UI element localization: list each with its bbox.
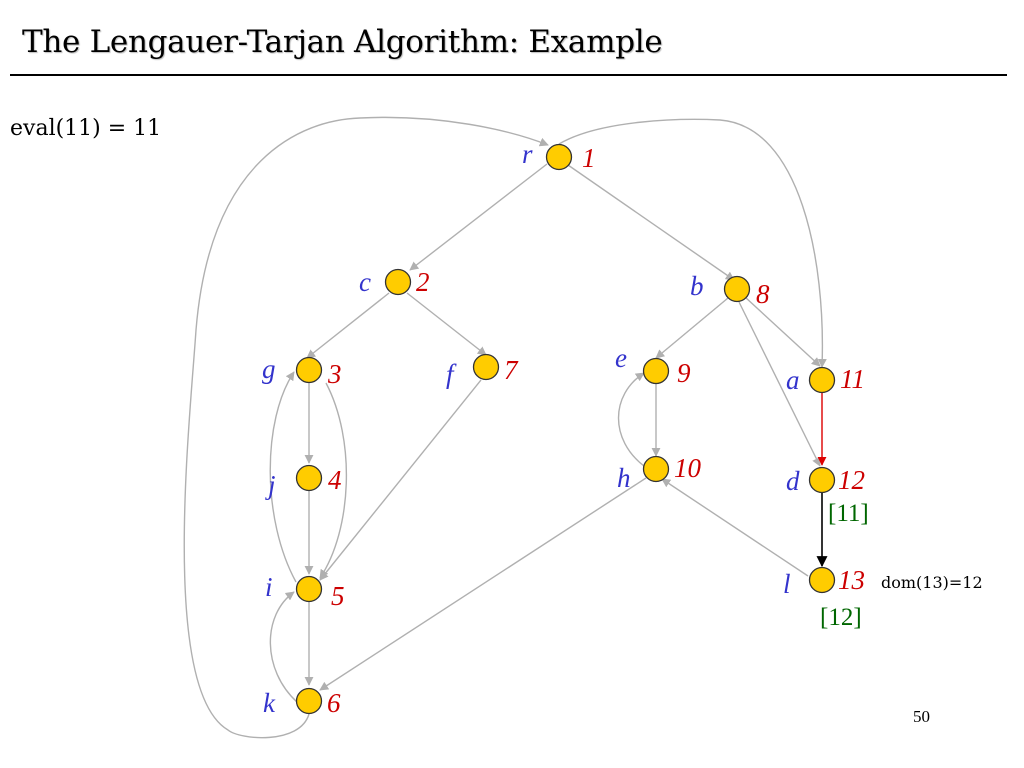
node-c xyxy=(384,268,412,296)
node-e-letter: e xyxy=(615,343,627,373)
edge-k-r xyxy=(183,116,549,739)
node-h xyxy=(642,455,670,483)
node-h-letter: h xyxy=(617,463,631,493)
node-f-number: 7 xyxy=(504,355,519,385)
edge-r-a xyxy=(558,118,827,368)
node-h-number: 10 xyxy=(674,453,702,483)
node-r-letter: r xyxy=(522,139,533,169)
slide-title: The Lengauer-Tarjan Algorithm: Example xyxy=(22,24,663,60)
node-e-number: 9 xyxy=(677,358,691,388)
node-j-number: 4 xyxy=(328,465,342,495)
edge-b-e xyxy=(655,297,729,359)
eval-expression: eval(11) = 11 xyxy=(10,116,162,141)
page-number: 50 xyxy=(913,707,930,726)
node-d-number: 12 xyxy=(838,465,865,495)
edge-i-g xyxy=(269,371,297,583)
l-label-bracket: [12] xyxy=(820,604,862,631)
edge-f-i xyxy=(319,379,482,581)
title-divider xyxy=(10,74,1007,76)
node-j xyxy=(295,464,323,492)
edge-c-g xyxy=(306,292,390,359)
node-c-number: 2 xyxy=(416,267,430,297)
node-e xyxy=(642,357,670,385)
edge-r-b xyxy=(567,164,735,281)
edge-r-c xyxy=(409,163,548,271)
node-i xyxy=(295,575,323,603)
edge-k-i xyxy=(269,591,298,703)
edge-c-f xyxy=(406,292,487,356)
node-f-letter: f xyxy=(446,359,457,389)
edge-g-i xyxy=(319,382,348,579)
node-g-number: 3 xyxy=(327,359,342,389)
node-a-letter: a xyxy=(786,365,800,395)
node-b-number: 8 xyxy=(756,279,770,309)
edge-h-e xyxy=(617,372,645,467)
node-l-number: 13 xyxy=(838,565,865,595)
node-l-letter: l xyxy=(783,569,791,599)
node-k-letter: k xyxy=(263,688,276,718)
edge-b-a xyxy=(744,296,821,367)
node-i-number: 5 xyxy=(331,581,345,611)
node-b xyxy=(723,275,751,303)
node-d xyxy=(808,466,836,494)
node-a xyxy=(808,366,836,394)
node-a-number: 11 xyxy=(840,364,865,394)
dom-annotation: dom(13)=12 xyxy=(881,573,983,592)
node-g xyxy=(295,356,323,384)
node-j-letter: j xyxy=(265,470,276,500)
node-i-letter: i xyxy=(265,572,273,602)
node-b-letter: b xyxy=(690,271,704,301)
d-label-bracket: [11] xyxy=(828,500,869,527)
node-k-number: 6 xyxy=(327,688,341,718)
node-k xyxy=(295,687,323,715)
node-f xyxy=(472,353,500,381)
edge-h-k xyxy=(319,477,647,691)
node-r xyxy=(545,143,573,171)
node-c-letter: c xyxy=(359,267,371,297)
edge-b-d xyxy=(738,301,821,467)
node-g-letter: g xyxy=(262,354,276,384)
edge-l-h xyxy=(661,478,809,577)
node-l xyxy=(808,566,836,594)
node-r-number: 1 xyxy=(582,143,596,173)
node-d-letter: d xyxy=(786,466,800,496)
